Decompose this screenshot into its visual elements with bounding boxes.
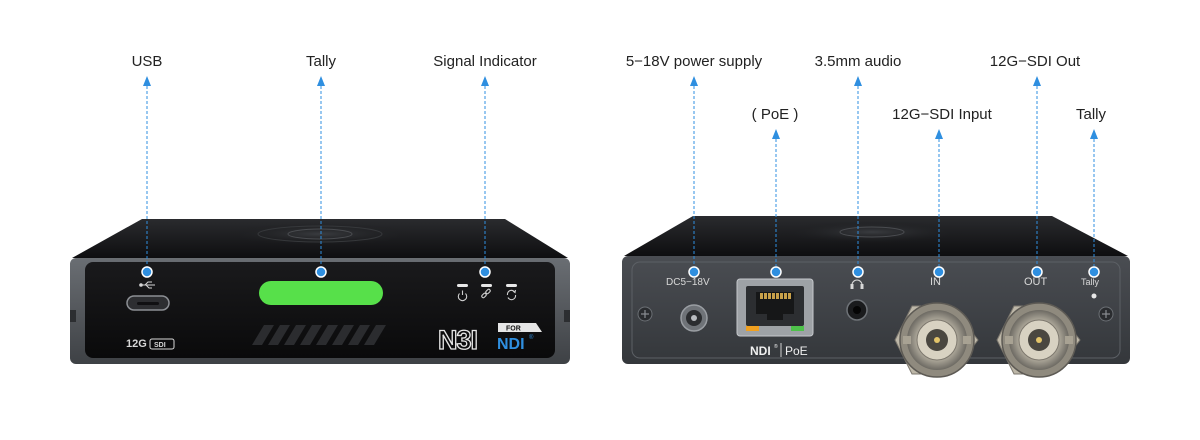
callout-audio: 3.5mm audio: [814, 53, 902, 70]
arrow-tally-rear: [1090, 129, 1098, 139]
poe-label: PoE: [785, 344, 808, 358]
link-icon: [481, 288, 491, 299]
callout-sdi-input: 12G−SDI Input: [892, 106, 992, 123]
vent-grille: [252, 325, 386, 345]
arrow-usb: [143, 76, 151, 86]
status-leds: [457, 284, 517, 287]
dot-audio: [852, 266, 864, 278]
dot-tally-front: [315, 266, 327, 278]
dot-usb: [141, 266, 153, 278]
rj45-led-left: [746, 326, 759, 331]
top-emblem-ring-outer: [257, 225, 383, 243]
arrow-power: [690, 76, 698, 86]
dot-power: [688, 266, 700, 278]
arrow-sdi-out: [1033, 76, 1041, 86]
status-led-link: [481, 284, 492, 287]
top-emblem-ring: [287, 228, 353, 240]
dot-poe: [770, 266, 782, 278]
ndi-tm: ®: [774, 343, 778, 350]
rear-device: DC5−18V: [622, 216, 1130, 378]
headphone-icon: [850, 279, 864, 289]
rear-tally-led: [1091, 293, 1097, 299]
tally-light-bar: [259, 281, 383, 305]
n3i-for-ndi-logo: N3I FOR NDI ®: [437, 323, 542, 356]
arrow-poe: [772, 129, 780, 139]
dc-power-jack[interactable]: [680, 304, 708, 332]
model-badge-12g: 12G: [126, 338, 147, 350]
screw-right: [1098, 306, 1114, 322]
arrow-tally-front: [317, 76, 325, 86]
sdi-out-label: OUT: [1024, 276, 1048, 288]
usb-icon: [139, 281, 155, 289]
callout-endpoints: [141, 266, 1100, 278]
dot-sdi-in: [933, 266, 945, 278]
callout-usb: USB: [131, 53, 163, 70]
model-badge-sdi: SDI: [154, 342, 166, 349]
dc-label: DC5−18V: [666, 277, 710, 288]
callout-tally-rear: Tally: [1075, 106, 1107, 123]
dot-tally-rear: [1088, 266, 1100, 278]
callout-lines: [146, 86, 1095, 268]
bnc-output-connector[interactable]: [996, 302, 1081, 378]
rear-top-emblem-ring: [839, 226, 905, 238]
logo-ndi-registered: ®: [529, 334, 534, 341]
refresh-icon: [506, 289, 517, 301]
rear-tally-label: Tally: [1081, 277, 1100, 287]
status-led-sync: [506, 284, 517, 287]
logo-ndi: NDI: [497, 336, 525, 353]
dot-signal: [479, 266, 491, 278]
audio-jack[interactable]: [846, 299, 868, 321]
power-icon: [457, 290, 468, 302]
screw-left: [637, 306, 653, 322]
arrow-audio: [854, 76, 862, 86]
bnc-input-connector[interactable]: [894, 302, 979, 378]
status-led-power: [457, 284, 468, 287]
ndi-poe-label: NDI ® PoE: [750, 343, 808, 358]
model-badge: 12G SDI: [126, 338, 175, 350]
usb-c-port[interactable]: [126, 295, 170, 311]
callout-tally-front: Tally: [305, 53, 337, 70]
logo-for: FOR: [506, 326, 521, 333]
front-panel: [85, 262, 555, 358]
rear-panel-inset: [631, 261, 1121, 359]
callout-poe: ( PoE ): [751, 106, 799, 123]
rj45-ethernet-port[interactable]: [736, 278, 814, 337]
front-device: 12G SDI: [70, 219, 570, 364]
callout-signal-indicator: Signal Indicator: [433, 53, 537, 70]
dot-sdi-out: [1031, 266, 1043, 278]
callout-power-supply: 5−18V power supply: [625, 53, 763, 70]
callout-sdi-out: 12G−SDI Out: [989, 53, 1081, 70]
front-shell-notch-left: [70, 310, 76, 322]
ndi-label: NDI: [750, 344, 771, 358]
rear-top-emblem: [780, 221, 964, 243]
sdi-in-label: IN: [930, 276, 941, 288]
front-shell-notch-right: [564, 310, 570, 322]
callout-arrowheads: [143, 76, 1098, 139]
rj45-led-right: [791, 326, 804, 331]
logo-n3i: N3I: [438, 325, 477, 355]
arrow-sdi-in: [935, 129, 943, 139]
arrow-signal: [481, 76, 489, 86]
